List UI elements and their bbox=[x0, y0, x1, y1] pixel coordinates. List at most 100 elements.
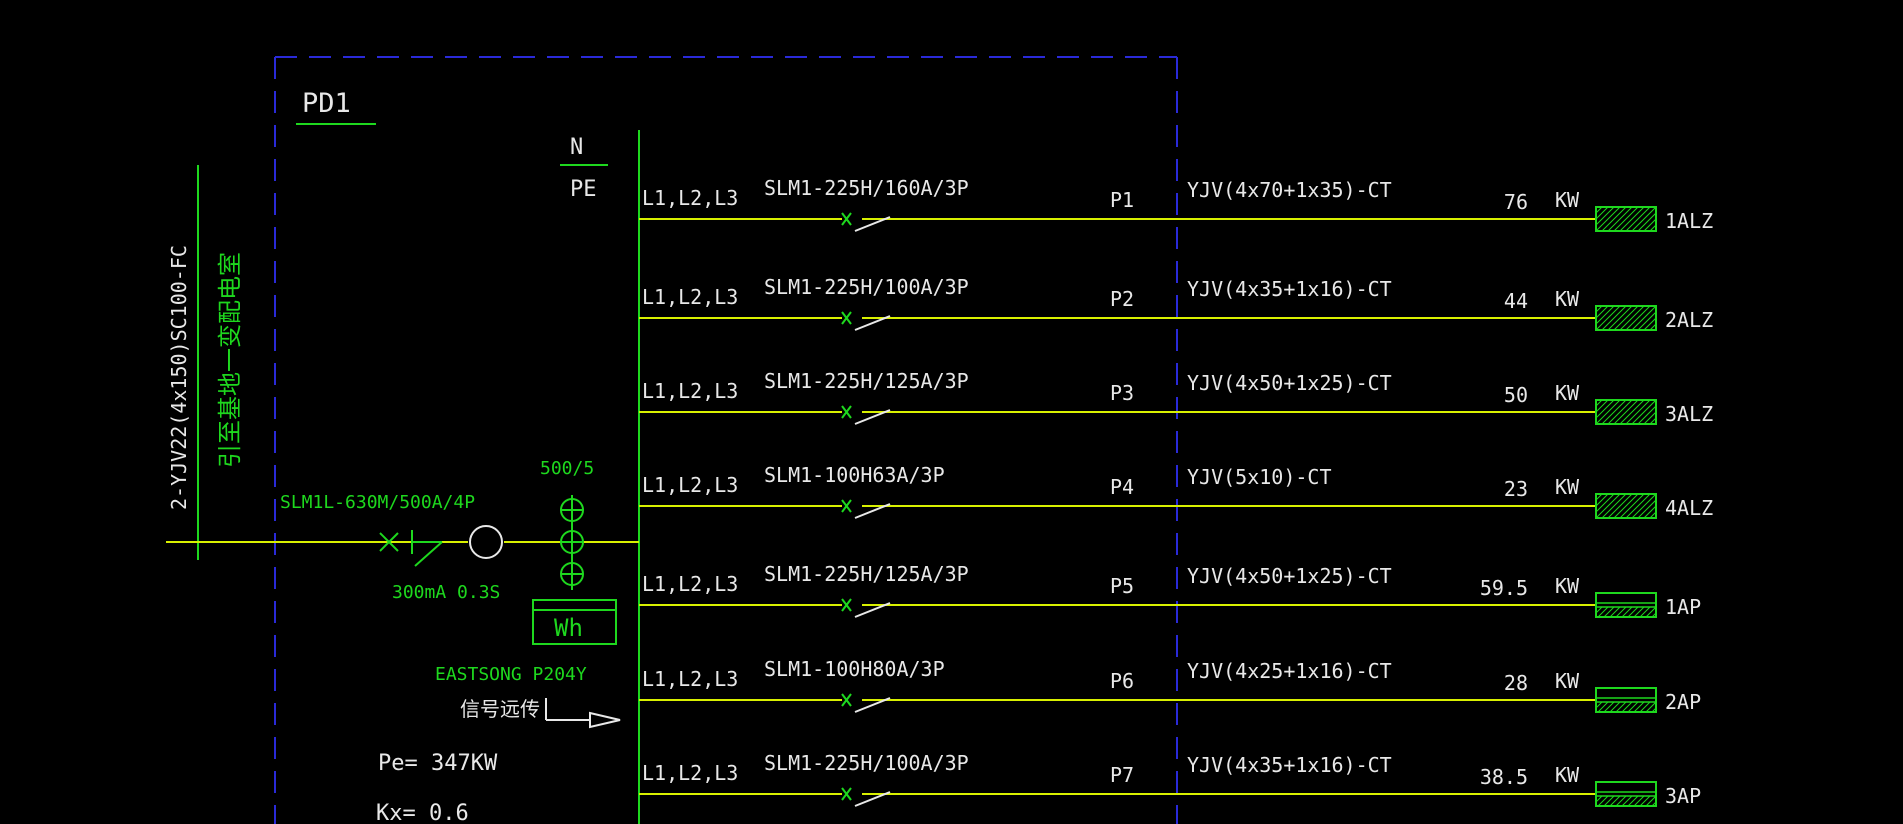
circuit-breaker-label: SLM1-225H/160A/3P bbox=[764, 176, 969, 200]
load-box-hatch bbox=[1597, 701, 1609, 713]
load-box-hatch bbox=[1633, 795, 1645, 807]
load-box-hatch bbox=[1603, 795, 1615, 807]
load-box-hatch bbox=[1631, 399, 1657, 425]
load-box-hatch bbox=[1595, 493, 1609, 507]
breaker-symbol bbox=[841, 693, 852, 707]
load-box-hatch bbox=[1619, 493, 1645, 519]
circuit-cable: YJV(4x35+1x16)-CT bbox=[1187, 277, 1392, 301]
circuit-power: 38.5 bbox=[1480, 765, 1528, 789]
load-box-hatch bbox=[1651, 801, 1657, 807]
load-box-hatch bbox=[1625, 399, 1651, 425]
load-box-hatch bbox=[1595, 305, 1609, 319]
load-box-hatch bbox=[1625, 493, 1651, 519]
breaker-symbol bbox=[854, 602, 891, 618]
circuit-power-unit: KW bbox=[1555, 669, 1580, 693]
load-box-hatch bbox=[1595, 206, 1609, 220]
circuit-cable: YJV(5x10)-CT bbox=[1187, 465, 1332, 489]
breaker-symbol bbox=[854, 791, 891, 807]
circuit-id: P7 bbox=[1110, 763, 1134, 787]
load-box-hatch bbox=[1601, 305, 1627, 331]
load-box-hatch bbox=[1607, 206, 1633, 232]
earth-label: PE bbox=[570, 177, 597, 202]
load-box-hatch bbox=[1595, 305, 1603, 313]
load-box-hatch bbox=[1607, 305, 1633, 331]
breaker-symbol bbox=[841, 499, 852, 513]
circuit-phases: L1,L2,L3 bbox=[642, 473, 738, 497]
load-box-hatch bbox=[1631, 206, 1657, 232]
load-box-hatch bbox=[1637, 499, 1657, 519]
load-box-hatch bbox=[1597, 606, 1609, 618]
load-box-hatch bbox=[1607, 399, 1633, 425]
load-box-hatch bbox=[1645, 606, 1657, 618]
load-box-hatch bbox=[1595, 206, 1603, 214]
circuit-id: P4 bbox=[1110, 475, 1134, 499]
load-box-hatch bbox=[1595, 493, 1621, 519]
load-box-hatch bbox=[1637, 311, 1657, 331]
load-box-hatch bbox=[1595, 305, 1615, 325]
load-box-hatch bbox=[1639, 606, 1651, 618]
rcd-label: 300mA 0.3S bbox=[392, 582, 500, 603]
load-box-hatch bbox=[1643, 218, 1657, 232]
load-box-hatch bbox=[1595, 606, 1603, 614]
meter-model-label: EASTSONG P204Y bbox=[435, 664, 587, 685]
incoming-cable-label: 2-YJV22(4x150)SC100-FC bbox=[167, 245, 191, 510]
load-box-hatch bbox=[1651, 707, 1657, 713]
circuit-cable: YJV(4x25+1x16)-CT bbox=[1187, 659, 1392, 683]
load-box-hatch bbox=[1603, 701, 1615, 713]
breaker-symbol bbox=[841, 598, 852, 612]
load-name: 3ALZ bbox=[1665, 402, 1713, 426]
load-box-hatch bbox=[1637, 212, 1657, 232]
circuit-power-unit: KW bbox=[1555, 574, 1580, 598]
load-box-hatch bbox=[1619, 399, 1645, 425]
circuit-id: P2 bbox=[1110, 287, 1134, 311]
circuit-cable: YJV(4x70+1x35)-CT bbox=[1187, 178, 1392, 202]
load-box-hatch bbox=[1615, 795, 1627, 807]
load-box-hatch bbox=[1595, 305, 1621, 331]
breaker-symbol bbox=[841, 787, 852, 801]
load-box-hatch bbox=[1613, 206, 1639, 232]
neutral-label: N bbox=[570, 135, 583, 160]
load-box-hatch bbox=[1625, 305, 1651, 331]
energy-meter-box bbox=[532, 599, 617, 645]
load-box-hatch bbox=[1603, 606, 1615, 618]
circuit-power: 76 bbox=[1504, 190, 1528, 214]
load-box-hatch bbox=[1649, 323, 1657, 331]
breaker-symbol bbox=[854, 409, 891, 425]
load-box-hatch bbox=[1601, 493, 1627, 519]
load-box-hatch bbox=[1595, 399, 1615, 419]
breaker-symbol bbox=[854, 503, 891, 519]
load-name: 2ALZ bbox=[1665, 308, 1713, 332]
load-box-hatch bbox=[1595, 399, 1609, 413]
signal-label: 信号远传 bbox=[460, 697, 540, 721]
circuit-power-unit: KW bbox=[1555, 188, 1580, 212]
load-box-hatch bbox=[1619, 305, 1645, 331]
circuit-phases: L1,L2,L3 bbox=[642, 379, 738, 403]
load-box-hatch bbox=[1651, 612, 1657, 618]
load-box-hatch bbox=[1627, 701, 1639, 713]
load-box-hatch bbox=[1609, 795, 1621, 807]
circuit-power-unit: KW bbox=[1555, 381, 1580, 405]
ct-ratio-label: 500/5 bbox=[540, 458, 594, 479]
load-box-hatch bbox=[1607, 493, 1633, 519]
load-box-hatch bbox=[1625, 206, 1651, 232]
load-box-hatch bbox=[1639, 701, 1651, 713]
load-box-hatch bbox=[1645, 701, 1657, 713]
load-box-hatch bbox=[1621, 701, 1633, 713]
load-box-hatch bbox=[1615, 606, 1627, 618]
load-box-hatch bbox=[1613, 493, 1639, 519]
breaker-symbol bbox=[841, 212, 852, 226]
circuit-breaker-label: SLM1-225H/100A/3P bbox=[764, 751, 969, 775]
pe-label: Pe= 347KW bbox=[378, 751, 498, 776]
circuit-power: 28 bbox=[1504, 671, 1528, 695]
load-box-hatch bbox=[1595, 399, 1621, 425]
panel-name: PD1 bbox=[302, 88, 351, 119]
load-box-hatch bbox=[1627, 606, 1639, 618]
load-name: 1ALZ bbox=[1665, 209, 1713, 233]
load-box-hatch bbox=[1595, 795, 1603, 803]
load-box-hatch bbox=[1633, 701, 1645, 713]
load-box-hatch bbox=[1601, 206, 1627, 232]
load-box-hatch bbox=[1597, 795, 1609, 807]
load-name: 3AP bbox=[1665, 784, 1701, 808]
breaker-symbol bbox=[854, 216, 891, 232]
circuit-id: P6 bbox=[1110, 669, 1134, 693]
